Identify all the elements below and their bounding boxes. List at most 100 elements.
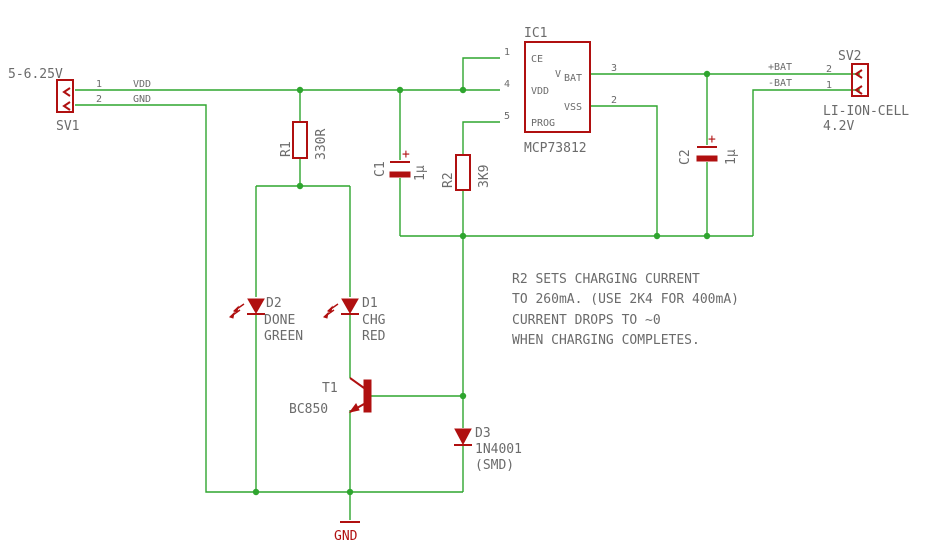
wire-prog	[462, 121, 500, 155]
transistor-t1: T1 BC850	[289, 377, 372, 417]
junction-dot	[459, 86, 467, 94]
net-pos-bat-label: +BAT	[768, 62, 792, 73]
sv2-pin1: 1	[826, 80, 832, 91]
ic-mcp73812: IC1 MCP73812 CE VDD PROG V BAT VSS 1 4 5…	[504, 26, 617, 156]
junction-dot	[703, 232, 711, 240]
ic1-num-vbat: 3	[611, 63, 617, 74]
d1-triangle	[341, 298, 359, 315]
junction-dot	[653, 232, 661, 240]
c1-name: C1	[373, 161, 388, 177]
wire-neg-bat	[752, 89, 860, 236]
junction-dot	[296, 86, 304, 94]
ic1-name: IC1	[524, 26, 547, 41]
ic1-pin-vbat-v: V	[555, 69, 561, 80]
junction-dot	[396, 86, 404, 94]
d3-line1: 1N4001	[475, 442, 522, 457]
connector-sv1: 5-6.25V SV1 1 2 VDD GND	[8, 67, 151, 134]
r2-body	[455, 154, 471, 191]
ic1-part: MCP73812	[524, 141, 587, 156]
r1-body	[292, 121, 308, 159]
sv2-body	[851, 63, 869, 97]
wires	[75, 57, 860, 520]
wire-gnd-sv1	[75, 104, 463, 493]
junction-dot	[459, 392, 467, 400]
resistor-r2: R2 3K9	[441, 154, 492, 191]
d1-name: D1	[362, 296, 378, 311]
d3-name: D3	[475, 426, 491, 441]
c2-value: 1µ	[724, 149, 739, 165]
ic1-pin-ce: CE	[531, 54, 543, 65]
r1-name: R1	[279, 141, 294, 157]
net-neg-bat-label: -BAT	[768, 78, 792, 89]
sv2-name: SV2	[838, 49, 861, 64]
d2-line2: GREEN	[264, 329, 303, 344]
led-d1: D1 CHG RED	[323, 296, 386, 344]
t1-emitter-arrow	[348, 403, 360, 413]
c2-plate-bottom	[696, 155, 718, 162]
diode-d3: D3 1N4001 (SMD)	[454, 426, 522, 473]
note-line-4: WHEN CHARGING COMPLETES.	[512, 333, 700, 348]
ic1-num-prog: 5	[504, 111, 510, 122]
r1-value: 330R	[314, 129, 329, 160]
sv2-desc-voltage: 4.2V	[823, 119, 854, 134]
d1-line1: CHG	[362, 313, 386, 328]
d1-line2: RED	[362, 329, 386, 344]
design-note: R2 SETS CHARGING CURRENT TO 260mA. (USE …	[512, 272, 739, 348]
junction-dot	[703, 70, 711, 78]
junctions	[252, 70, 711, 496]
c1-plus: +	[402, 147, 410, 162]
note-line-2: TO 260mA. (USE 2K4 FOR 400mA)	[512, 292, 739, 307]
ic1-body	[524, 41, 591, 133]
c2-name: C2	[678, 149, 693, 165]
net-vdd-label: VDD	[133, 79, 151, 90]
wire-vss	[590, 105, 658, 236]
ic1-pin-vbat-sub: BAT	[564, 73, 582, 84]
capacitor-c1: + C1 1µ	[373, 147, 428, 181]
d2-arrowheads	[229, 305, 239, 319]
junction-dot	[296, 182, 304, 190]
gnd-label: GND	[334, 529, 358, 544]
ic1-num-ce: 1	[504, 47, 510, 58]
sv2-desc-cell: LI-ION-CELL	[823, 104, 909, 119]
note-line-3: CURRENT DROPS TO ~0	[512, 313, 661, 328]
capacitor-c2: + C2 1µ	[678, 132, 739, 165]
ic1-pin-prog: PROG	[531, 118, 555, 129]
c1-value: 1µ	[413, 165, 428, 181]
d2-name: D2	[266, 296, 282, 311]
d2-line1: DONE	[264, 313, 295, 328]
connector-sv2: SV2 2 1 +BAT -BAT LI-ION-CELL 4.2V	[768, 49, 909, 134]
sv2-pin2: 2	[826, 64, 832, 75]
r2-name: R2	[441, 172, 456, 188]
ic1-num-vss: 2	[611, 95, 617, 106]
r2-value: 3K9	[477, 165, 492, 188]
wire-ce	[462, 57, 500, 90]
d1-arrowheads	[323, 305, 333, 319]
sv1-name: SV1	[56, 119, 79, 134]
resistor-r1: R1 330R	[279, 121, 329, 160]
led-d2: D2 DONE GREEN	[229, 296, 303, 344]
junction-dot	[346, 488, 354, 496]
t1-name: T1	[322, 381, 338, 396]
junction-dot	[459, 232, 467, 240]
net-gnd-label: GND	[133, 94, 151, 105]
c1-plate-bottom	[389, 171, 411, 178]
sv1-body	[56, 79, 74, 113]
note-line-1: R2 SETS CHARGING CURRENT	[512, 272, 700, 287]
d2-triangle	[247, 298, 265, 315]
d3-line2: (SMD)	[475, 458, 514, 473]
ic1-num-vdd: 4	[504, 79, 510, 90]
junction-dot	[252, 488, 260, 496]
ground-symbol: GND	[334, 521, 360, 544]
sv1-pin-marks	[62, 87, 71, 111]
sv1-pin1: 1	[96, 79, 102, 90]
t1-collector	[349, 377, 365, 389]
sv1-voltage: 5-6.25V	[8, 67, 63, 82]
sv2-pin-marks	[854, 69, 863, 95]
t1-base-bar	[363, 379, 372, 413]
t1-part: BC850	[289, 402, 328, 417]
sv1-pin2: 2	[96, 94, 102, 105]
ic1-pin-vss: VSS	[564, 102, 582, 113]
c2-plus: +	[708, 132, 716, 147]
d3-triangle	[454, 428, 472, 446]
